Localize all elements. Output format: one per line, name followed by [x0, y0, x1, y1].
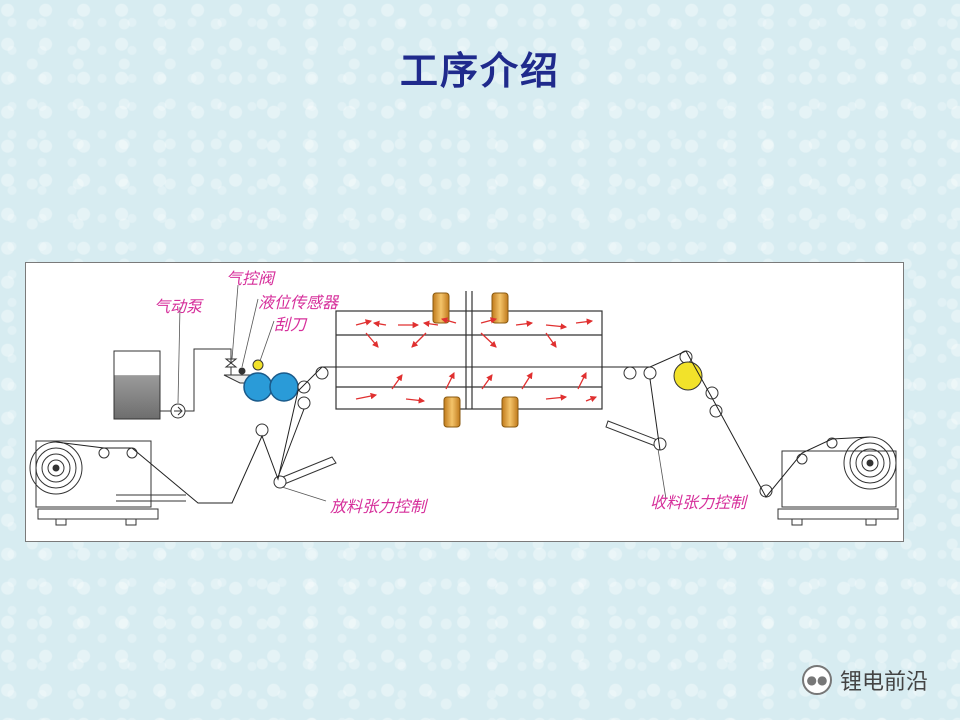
web-path — [55, 350, 871, 504]
label-valve: 气控阀 — [226, 269, 275, 288]
page-title: 工序介绍 — [399, 49, 560, 93]
label-pump: 气动泵 — [154, 297, 203, 316]
rewind-tension-arm — [605, 420, 667, 451]
unwind-machine — [29, 440, 186, 526]
label-unwind-tension: 放料张力控制 — [330, 497, 427, 516]
process-diagram: 气动泵 气控阀 液位传感器 刮刀 放料张力控制 收料张力控制 — [25, 262, 904, 542]
airflow-arrows — [355, 317, 598, 404]
callout-lines — [177, 284, 667, 502]
rewind-rollers — [673, 350, 773, 498]
drying-oven — [335, 291, 603, 410]
label-rewind-tension: 收料张力控制 — [650, 493, 747, 512]
heater-units — [432, 292, 519, 428]
label-blade: 刮刀 — [274, 315, 307, 334]
oven-rollers — [315, 366, 657, 380]
coating-rollers — [243, 359, 311, 437]
slurry-tank — [113, 348, 232, 420]
label-level-sensor: 液位传感器 — [258, 293, 339, 312]
diagram-svg — [29, 284, 899, 526]
unwind-tension-arm — [273, 456, 337, 489]
watermark: ●● 锂电前沿 — [801, 664, 928, 696]
wechat-icon: ●● — [801, 665, 832, 695]
rewind-machine — [777, 436, 899, 526]
watermark-text: 锂电前沿 — [839, 670, 928, 695]
